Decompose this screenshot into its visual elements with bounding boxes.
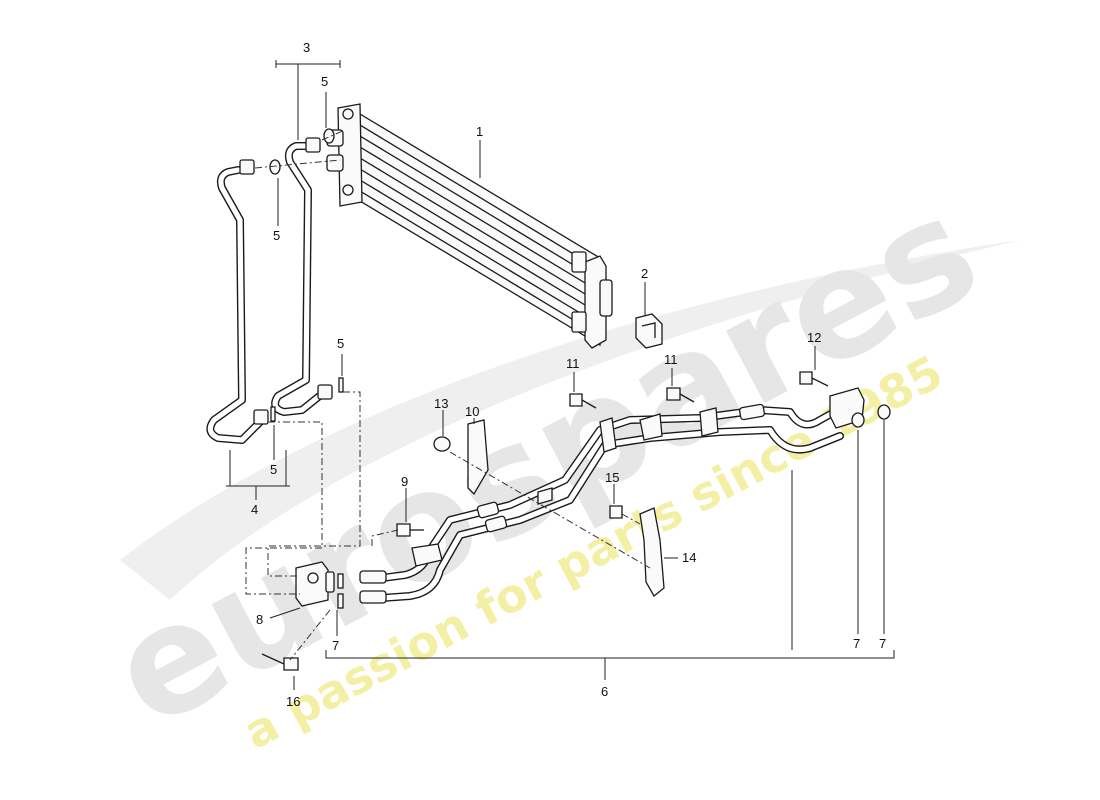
callout-11-left: 11 [566,356,580,371]
callouts: 1 2 3 4 5 5 5 5 6 7 7 7 8 9 10 11 11 12 … [251,40,886,709]
callout-2: 2 [641,266,648,281]
callout-8: 8 [256,612,263,627]
callout-5-bottom: 5 [270,462,277,477]
fasteners [261,371,891,671]
cooler-clip [635,313,663,349]
callout-16: 16 [286,694,300,709]
callout-9: 9 [401,474,408,489]
leader-lines [226,60,895,690]
callout-10: 10 [465,404,479,419]
callout-7-right-a: 7 [853,636,860,651]
pipe-set-3-4 [206,128,344,444]
callout-1: 1 [476,124,483,139]
callout-3: 3 [303,40,310,55]
callout-15: 15 [605,470,619,485]
callout-5-middle: 5 [337,336,344,351]
callout-5-left: 5 [273,228,280,243]
oil-cooler [326,103,613,349]
callout-7-left: 7 [332,638,339,653]
watermark-swoosh [120,240,1020,600]
callout-14: 14 [682,550,696,565]
callout-6: 6 [601,684,608,699]
callout-5-top: 5 [321,74,328,89]
callout-7-right-b: 7 [879,636,886,651]
callout-4: 4 [251,502,258,517]
pipe-set-6 [359,387,865,604]
callout-11-right: 11 [664,352,678,367]
callout-12: 12 [807,330,821,345]
callout-13: 13 [434,396,448,411]
connector-block [295,561,335,607]
assembly-dash-lines [245,129,651,661]
